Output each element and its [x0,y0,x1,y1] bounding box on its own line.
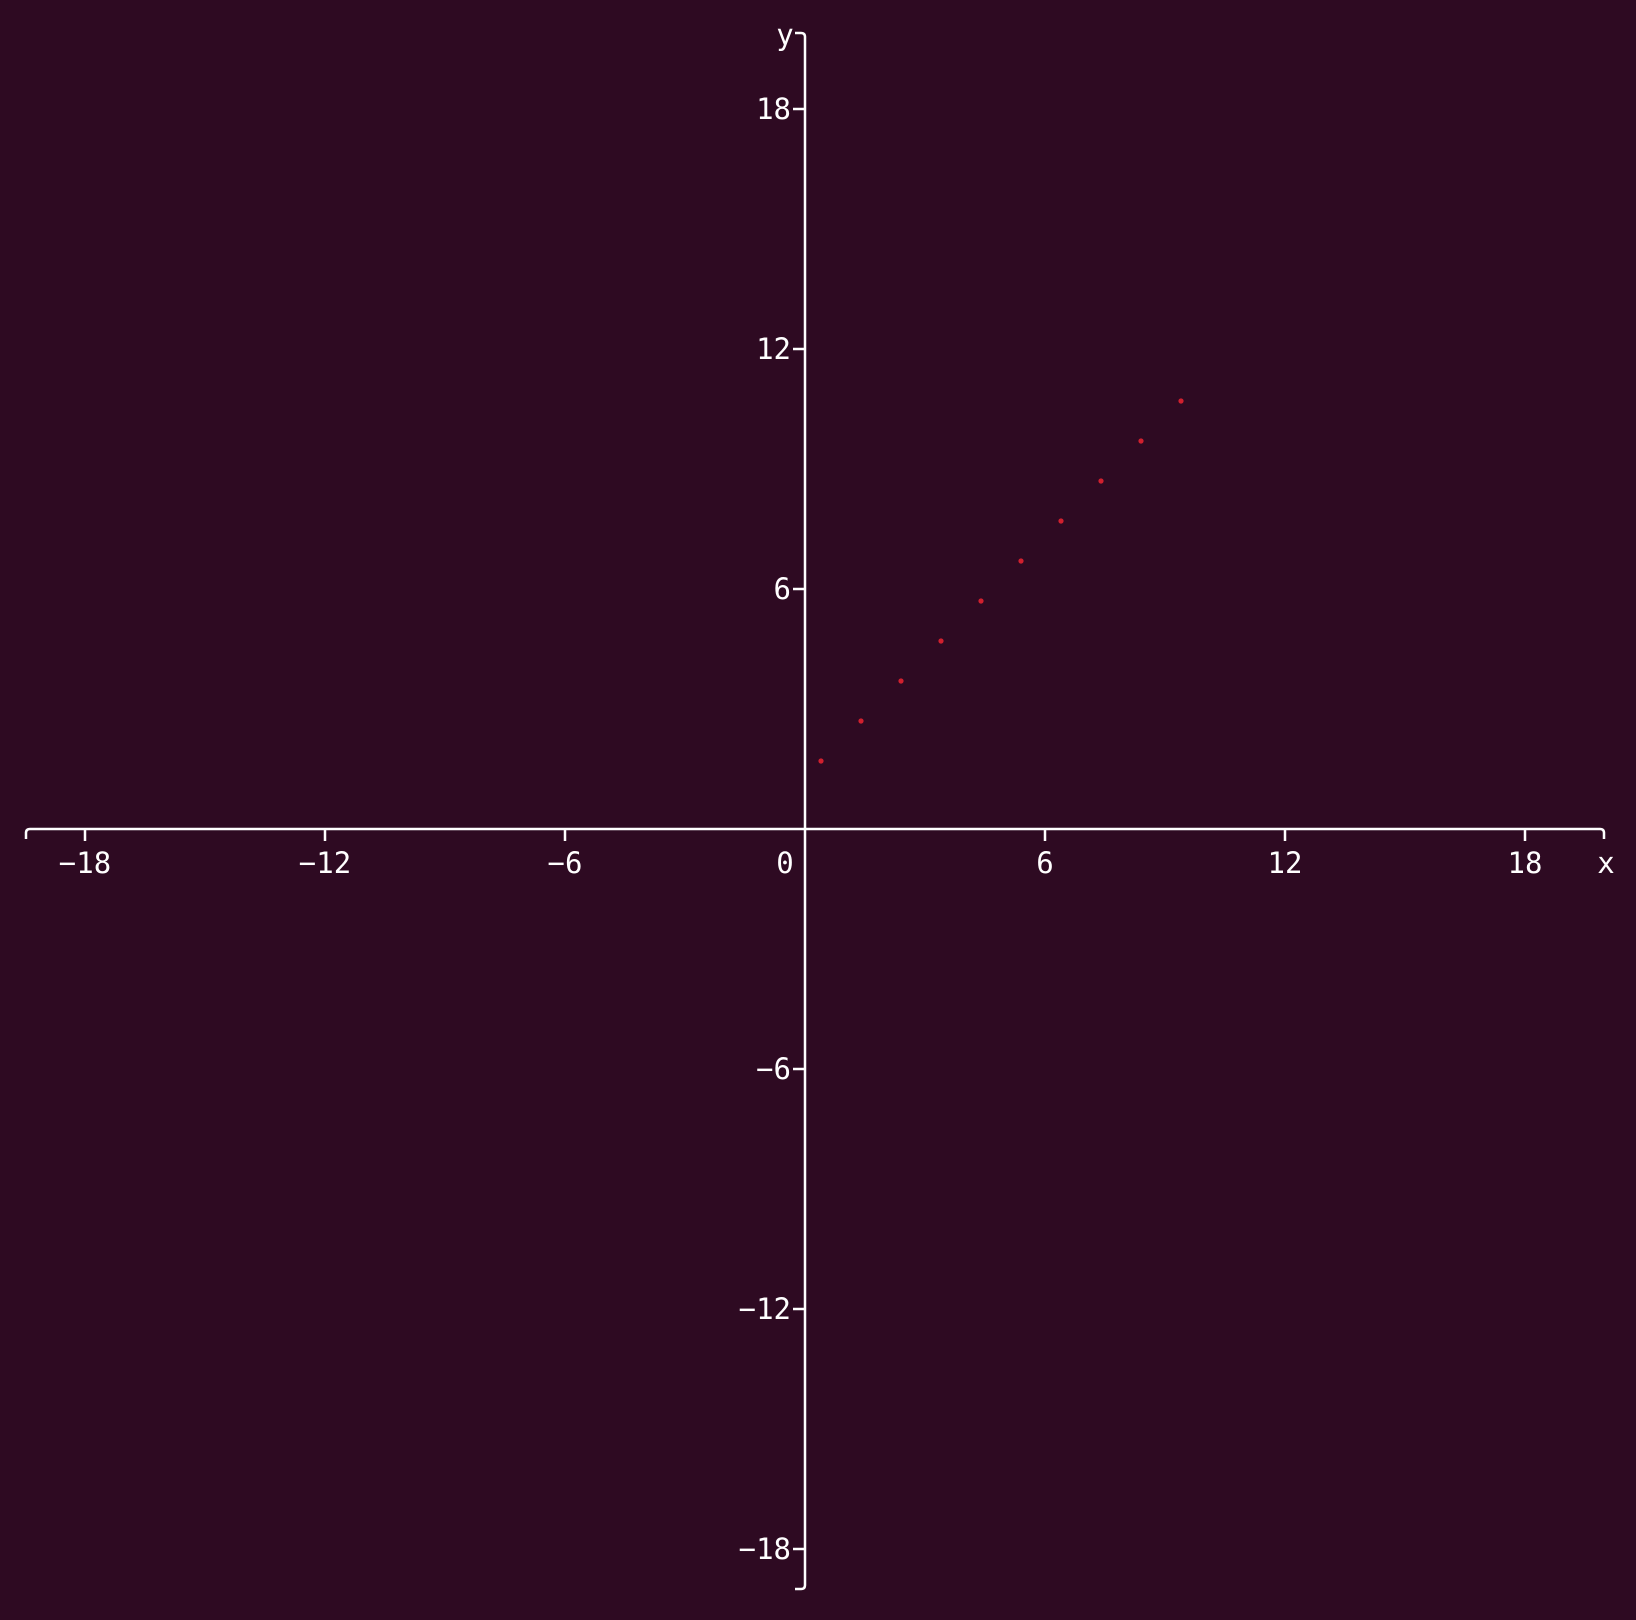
y-tick-label: 18 [756,92,791,126]
x-axis: −18 −12 −6 0 6 12 18 [24,827,1606,880]
y-axis: −18 −12 −6 6 12 18 [739,31,807,1591]
data-point [858,718,864,724]
data-point [1178,398,1184,404]
x-tick-label: 18 [1508,846,1543,880]
y-tick-label: 12 [756,332,791,366]
data-point [978,598,984,604]
x-axis-label: x [1597,846,1614,880]
data-point [898,678,904,684]
data-point [1058,518,1064,524]
x-tick-label: −6 [548,846,583,880]
x-tick-label: −18 [59,846,111,880]
data-point [938,638,944,644]
x-tick-label: −12 [299,846,351,880]
y-axis-line [795,31,807,1591]
x-tick-label: 0 [776,846,793,880]
data-point [1138,438,1144,444]
y-tick-label: 6 [774,572,791,606]
data-points [818,398,1184,764]
data-point [1018,558,1024,564]
y-tick-label: −12 [739,1292,791,1326]
x-axis-line [24,827,1606,839]
x-tick-label: 12 [1268,846,1303,880]
data-point [1098,478,1104,484]
y-tick-label: −18 [739,1532,791,1566]
y-tick-label: −6 [756,1052,791,1086]
y-axis-label: y [776,18,793,52]
data-point [818,758,824,764]
x-tick-label: 6 [1036,846,1053,880]
